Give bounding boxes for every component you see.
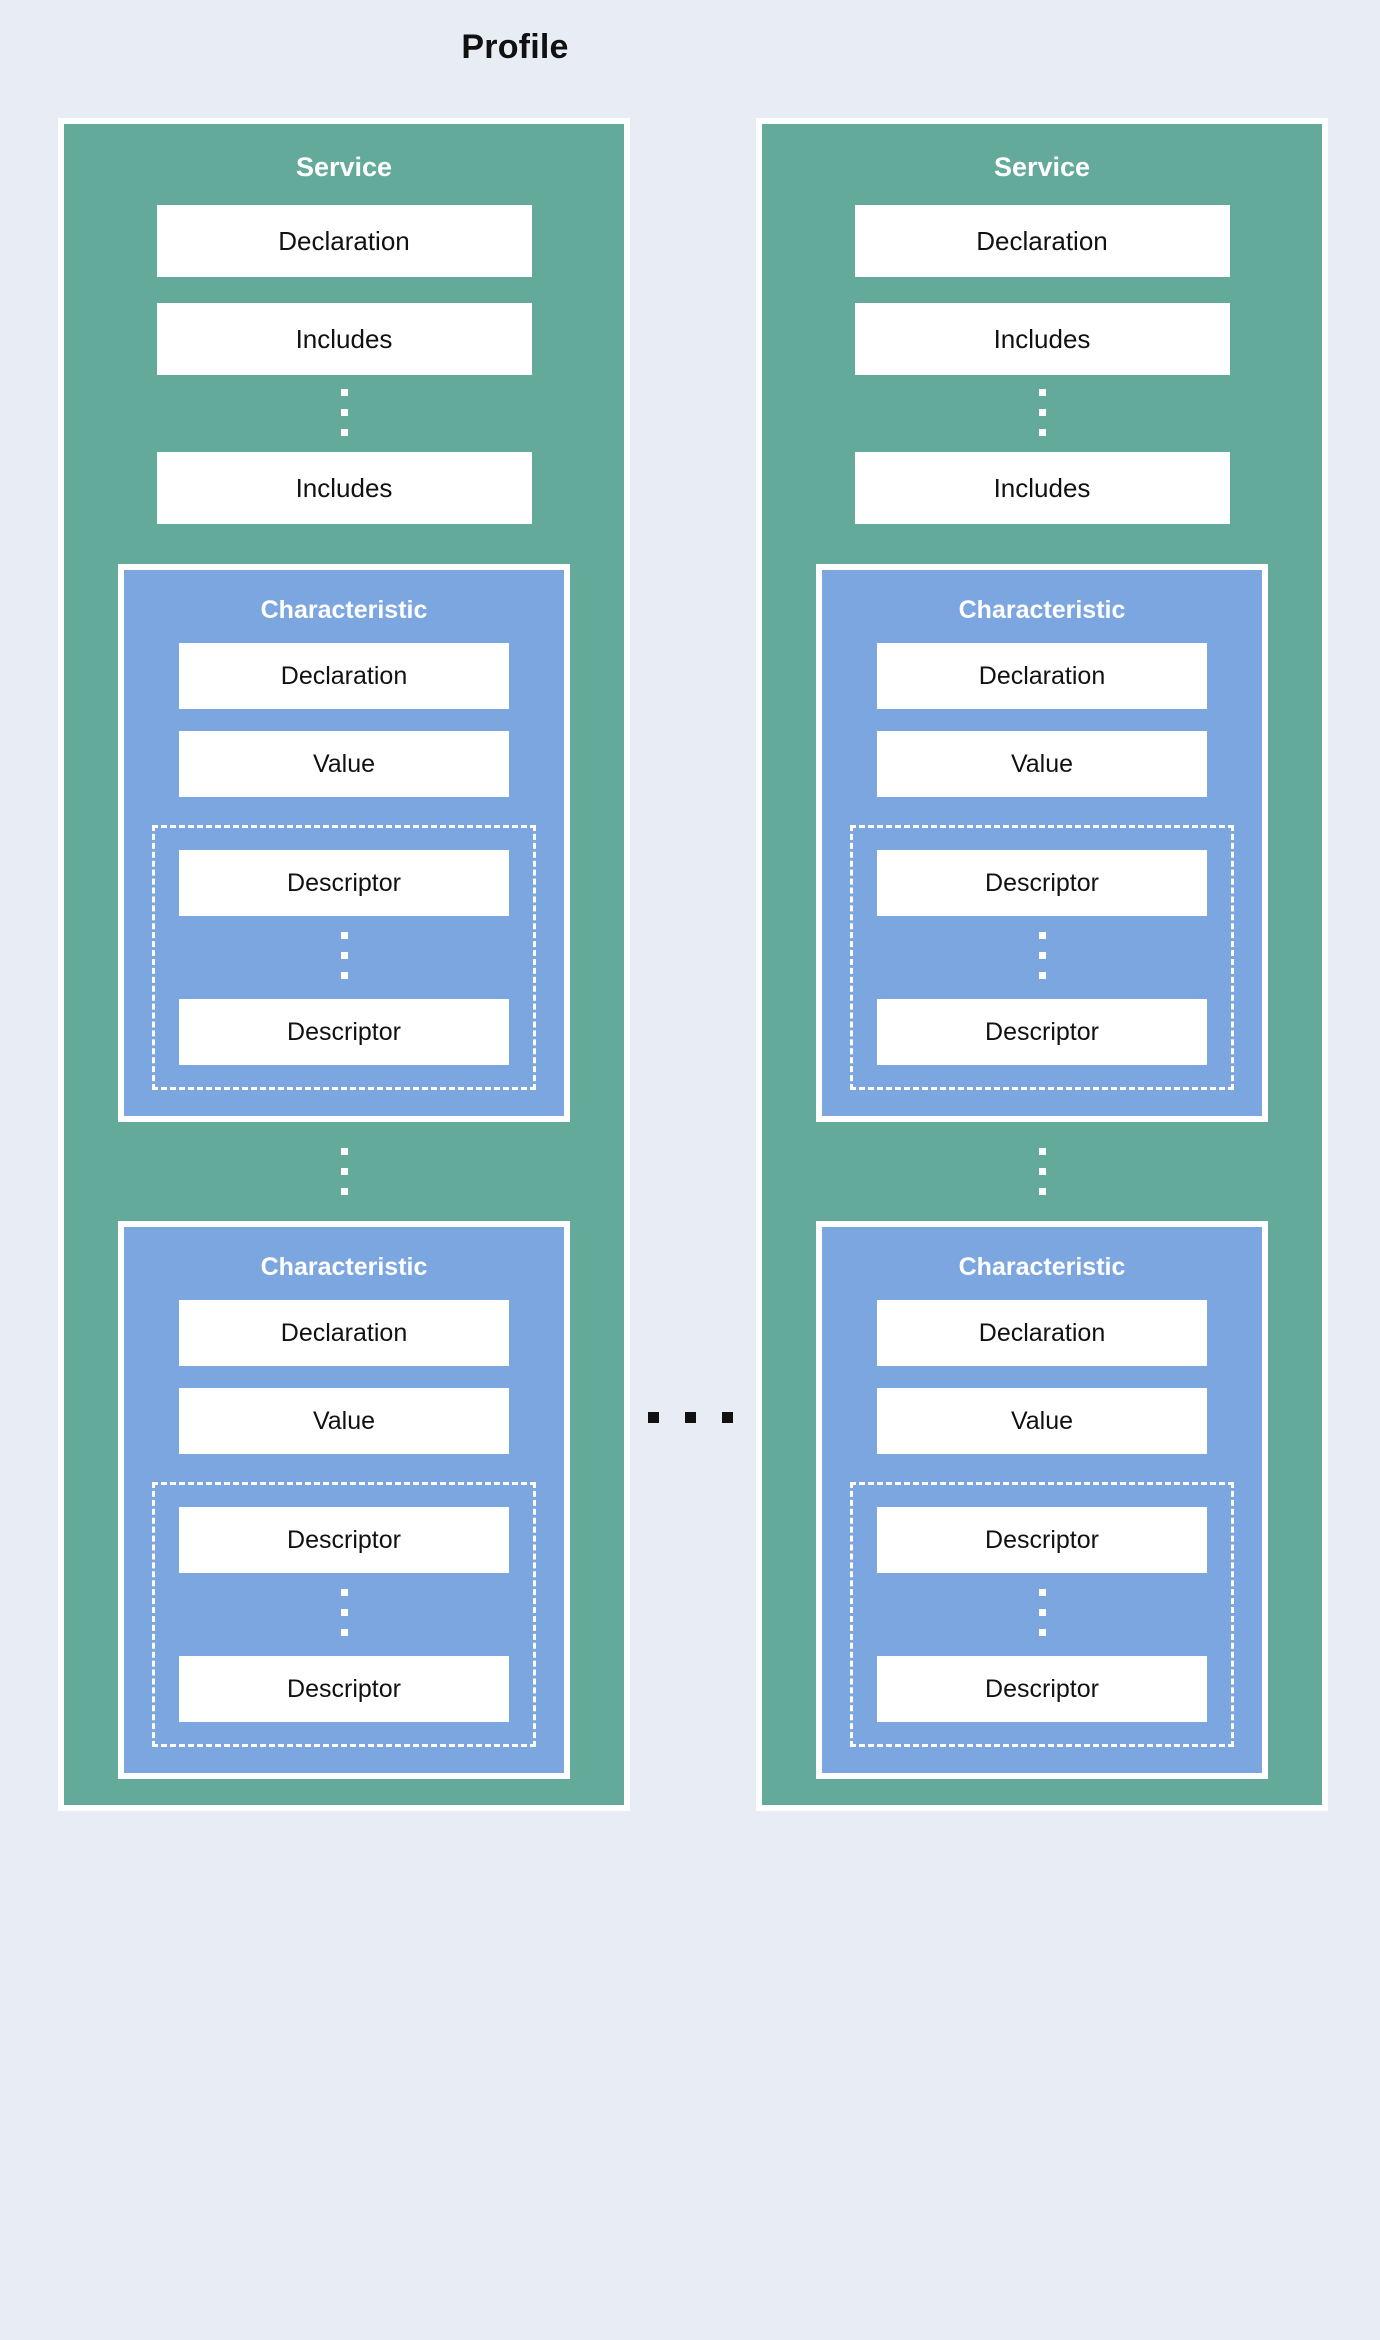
characteristic-panel: Characteristic Declaration Value Descrip… <box>118 1221 570 1779</box>
service-declaration-box: Declaration <box>156 205 532 277</box>
characteristic-value-box: Value <box>877 731 1207 797</box>
ellipsis-dot <box>1038 952 1046 959</box>
ellipsis-dot <box>684 1412 696 1423</box>
descriptor-box: Descriptor <box>877 1507 1207 1573</box>
characteristic-declaration-box: Declaration <box>179 643 509 709</box>
characteristic-ellipsis <box>1038 1148 1046 1195</box>
service-declaration-box: Declaration <box>854 205 1230 277</box>
ellipsis-dot <box>721 1412 733 1423</box>
ellipsis-dot <box>340 1188 348 1195</box>
characteristic-panel: Characteristic Declaration Value Descrip… <box>816 564 1268 1122</box>
ellipsis-dot <box>1038 932 1046 939</box>
ellipsis-dot <box>340 1609 348 1616</box>
characteristic-declaration-box: Declaration <box>877 1300 1207 1366</box>
ellipsis-dot <box>1038 972 1046 979</box>
characteristic-value-box: Value <box>877 1388 1207 1454</box>
descriptor-box: Descriptor <box>179 1507 509 1573</box>
characteristic-value-box: Value <box>179 1388 509 1454</box>
ellipsis-dot <box>1038 1589 1046 1596</box>
ellipsis-dot <box>340 1148 348 1155</box>
ellipsis-dot <box>340 932 348 939</box>
descriptor-group: Descriptor Descriptor <box>152 1482 536 1747</box>
ellipsis-dot <box>1038 1629 1046 1636</box>
descriptor-box: Descriptor <box>179 1656 509 1722</box>
descriptor-box: Descriptor <box>179 850 509 916</box>
characteristic-declaration-box: Declaration <box>877 643 1207 709</box>
descriptor-box: Descriptor <box>179 999 509 1065</box>
ellipsis-dot <box>1038 409 1046 416</box>
descriptor-ellipsis <box>1038 932 1046 979</box>
ellipsis-dot <box>1038 1148 1046 1155</box>
ellipsis-dot <box>340 1168 348 1175</box>
ellipsis-dot <box>1038 389 1046 396</box>
page-title: Profile <box>461 28 569 66</box>
characteristic-title: Characteristic <box>260 596 428 624</box>
service-sibling-ellipsis <box>626 1412 754 1423</box>
ellipsis-dot <box>1038 1188 1046 1195</box>
characteristic-title: Characteristic <box>260 1253 428 1281</box>
service-includes-box: Includes <box>854 452 1230 524</box>
ellipsis-dot <box>1038 1168 1046 1175</box>
descriptor-ellipsis <box>1038 1589 1046 1636</box>
ellipsis-dot <box>1038 1609 1046 1616</box>
ellipsis-dot <box>647 1412 659 1423</box>
characteristic-value-box: Value <box>179 731 509 797</box>
service-includes-box: Includes <box>156 452 532 524</box>
characteristic-panel: Characteristic Declaration Value Descrip… <box>118 564 570 1122</box>
characteristic-ellipsis <box>340 1148 348 1195</box>
service-title: Service <box>295 152 393 182</box>
service-includes-box: Includes <box>854 303 1230 375</box>
service-includes-ellipsis <box>1038 389 1046 436</box>
characteristic-declaration-box: Declaration <box>179 1300 509 1366</box>
descriptor-group: Descriptor Descriptor <box>152 825 536 1090</box>
ellipsis-dot <box>340 952 348 959</box>
service-panel: Service Declaration Includes Includes Ch… <box>58 118 630 1811</box>
descriptor-group: Descriptor Descriptor <box>850 825 1234 1090</box>
descriptor-ellipsis <box>340 932 348 979</box>
ellipsis-dot <box>340 429 348 436</box>
ellipsis-dot <box>340 1629 348 1636</box>
descriptor-box: Descriptor <box>877 1656 1207 1722</box>
service-columns: Service Declaration Includes Includes Ch… <box>58 118 1328 2308</box>
descriptor-box: Descriptor <box>877 999 1207 1065</box>
ellipsis-dot <box>1038 429 1046 436</box>
descriptor-box: Descriptor <box>877 850 1207 916</box>
service-title: Service <box>993 152 1091 182</box>
characteristic-title: Characteristic <box>958 596 1126 624</box>
descriptor-ellipsis <box>340 1589 348 1636</box>
ellipsis-dot <box>340 972 348 979</box>
ellipsis-dot <box>340 1589 348 1596</box>
service-includes-box: Includes <box>156 303 532 375</box>
characteristic-panel: Characteristic Declaration Value Descrip… <box>816 1221 1268 1779</box>
ellipsis-dot <box>340 409 348 416</box>
characteristic-title: Characteristic <box>958 1253 1126 1281</box>
descriptor-group: Descriptor Descriptor <box>850 1482 1234 1747</box>
ellipsis-dot <box>340 389 348 396</box>
service-includes-ellipsis <box>340 389 348 436</box>
service-panel: Service Declaration Includes Includes Ch… <box>756 118 1328 1811</box>
